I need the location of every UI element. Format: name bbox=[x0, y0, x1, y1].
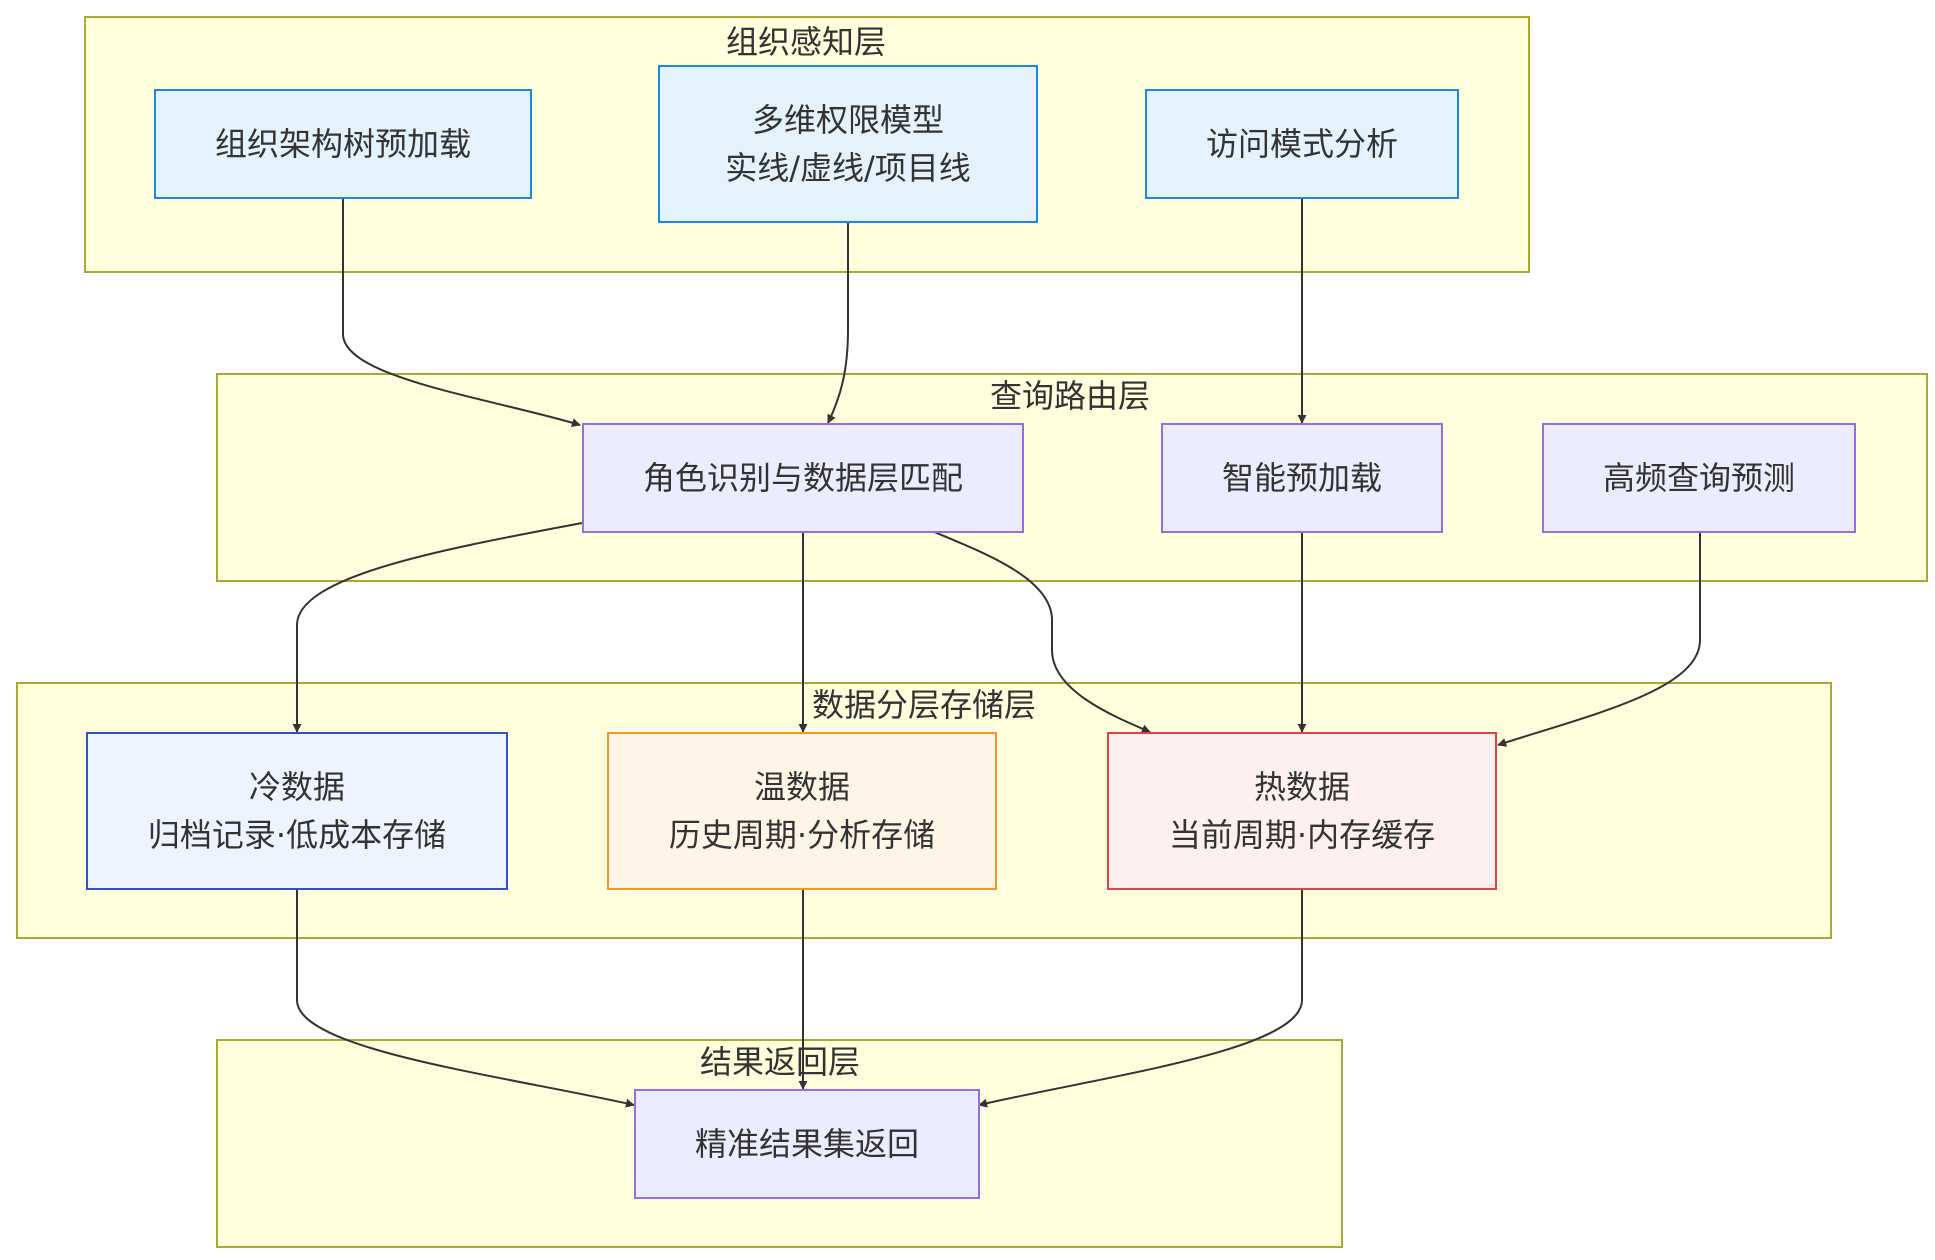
node-access-pattern-analysis[interactable]: 访问模式分析 bbox=[1145, 89, 1459, 199]
node-smart-preload-label: 智能预加载 bbox=[1221, 459, 1382, 497]
cluster-title-result-return: 结果返回层 bbox=[699, 1043, 860, 1081]
node-cold-data-title: 冷数据 bbox=[248, 768, 345, 806]
node-warm-data[interactable]: 温数据 历史周期·分析存储 bbox=[607, 732, 997, 890]
node-result-set-return-label: 精准结果集返回 bbox=[694, 1125, 919, 1163]
node-permission-model[interactable]: 多维权限模型 实线/虚线/项目线 bbox=[658, 65, 1038, 223]
node-high-frequency-prediction-label: 高频查询预测 bbox=[1602, 459, 1795, 497]
cluster-title-org-awareness: 组织感知层 bbox=[726, 23, 887, 61]
node-permission-model-subtitle: 实线/虚线/项目线 bbox=[725, 149, 971, 187]
node-warm-data-subtitle: 历史周期·分析存储 bbox=[668, 816, 936, 854]
node-high-frequency-prediction[interactable]: 高频查询预测 bbox=[1542, 423, 1856, 533]
node-permission-model-title: 多维权限模型 bbox=[751, 101, 944, 139]
node-org-tree-preload[interactable]: 组织架构树预加载 bbox=[154, 89, 532, 199]
node-role-match[interactable]: 角色识别与数据层匹配 bbox=[582, 423, 1024, 533]
node-cold-data[interactable]: 冷数据 归档记录·低成本存储 bbox=[86, 732, 508, 890]
node-warm-data-title: 温数据 bbox=[753, 768, 850, 806]
node-hot-data[interactable]: 热数据 当前周期·内存缓存 bbox=[1107, 732, 1497, 890]
node-cold-data-subtitle: 归档记录·低成本存储 bbox=[147, 816, 447, 854]
cluster-title-data-storage: 数据分层存储层 bbox=[811, 686, 1036, 724]
cluster-title-query-routing: 查询路由层 bbox=[989, 377, 1150, 415]
node-org-tree-preload-label: 组织架构树预加载 bbox=[214, 125, 471, 163]
node-hot-data-subtitle: 当前周期·内存缓存 bbox=[1168, 816, 1436, 854]
node-access-pattern-analysis-label: 访问模式分析 bbox=[1205, 125, 1398, 163]
node-hot-data-title: 热数据 bbox=[1253, 768, 1350, 806]
node-result-set-return[interactable]: 精准结果集返回 bbox=[634, 1089, 980, 1199]
node-smart-preload[interactable]: 智能预加载 bbox=[1161, 423, 1443, 533]
node-role-match-label: 角色识别与数据层匹配 bbox=[642, 459, 963, 497]
